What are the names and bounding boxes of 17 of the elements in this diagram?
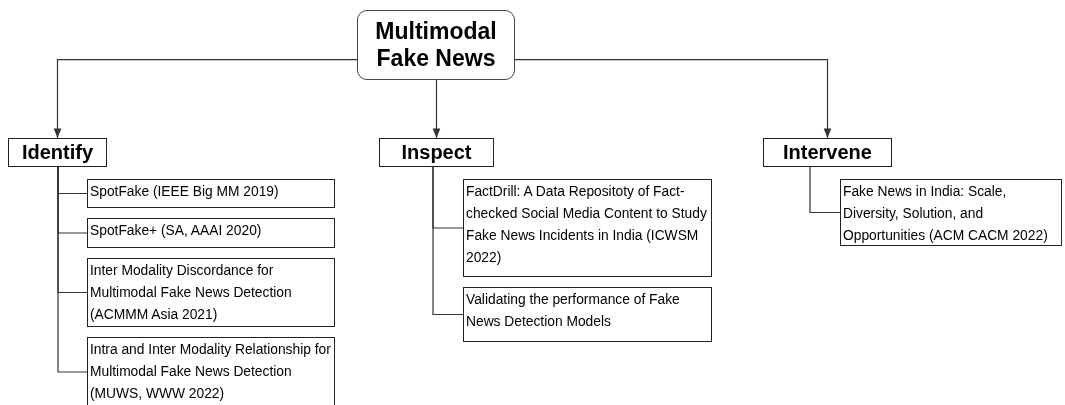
paper-box: Fake News in India: Scale, Diversity, Solution, and Opportunities (ACM CACM 2022)	[840, 179, 1062, 246]
category-box: Identify	[8, 138, 107, 167]
paper-box: Validating the performance of Fake News Detection Models	[463, 287, 712, 342]
paper-box: SpotFake (IEEE Big MM 2019)	[87, 179, 335, 208]
root-box: Multimodal Fake News	[357, 10, 515, 80]
connector	[809, 166, 841, 214]
connector	[514, 59, 832, 139]
paper-box: Inter Modality Discordance for Multimodal Fake News Detection (ACMMM Asia 2021)	[87, 258, 335, 327]
connector	[432, 166, 464, 316]
category-box: Intervene	[763, 138, 892, 167]
paper-box: SpotFake+ (SA, AAAI 2020)	[87, 218, 335, 248]
connector	[432, 79, 441, 139]
connector	[53, 59, 358, 139]
connector	[57, 166, 88, 373]
paper-box: Intra and Inter Modality Relationship for Multimodal Fake News Detection (MUWS, WWW 2022)	[87, 337, 335, 405]
paper-box: FactDrill: A Data Repositoty of Fact-checked Social Media Content to Study Fake News Incidents in India (ICWSM 2022)	[463, 179, 712, 277]
category-box: Inspect	[379, 138, 494, 167]
